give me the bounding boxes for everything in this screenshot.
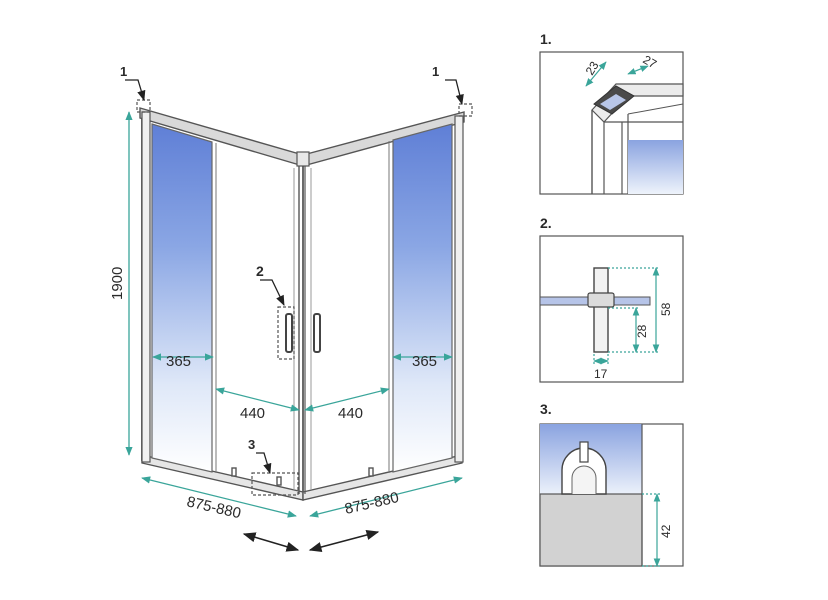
main-dimensions [125,111,463,518]
callout-box-handle [277,306,295,360]
callout-label-handle: 2 [256,263,264,279]
left-fixed-dim-label: 365 [166,353,191,370]
detail-1-dims [585,61,649,87]
right-door-handle [313,313,321,353]
callout-label-corner-left: 1 [120,64,127,79]
right-door-dim-line [304,387,390,412]
callout-label-bottom: 3 [248,437,255,452]
detail-2-dim-lower: 28 [635,324,649,338]
height-dim-label: 1900 [109,267,126,300]
detail-3-base [539,493,643,567]
corner-cap [296,151,310,167]
detail-1-panel [539,51,684,195]
callout-box-corner-right [458,103,473,117]
callout-label-corner-right: 1 [432,64,439,79]
right-side-dim-label: 875-880 [343,489,400,518]
right-fixed-glass [392,123,453,473]
shower-enclosure [139,107,465,501]
detail-1-dim-b: 27 [641,52,660,71]
detail-2-dims [593,267,660,365]
detail-3-dim-height: 42 [659,524,673,538]
left-fixed-glass [151,123,213,473]
detail-2-number: 2. [540,215,552,231]
right-side-dim-line [309,476,463,518]
left-side-dim-line [141,476,297,518]
detail-3-panel [539,423,684,567]
right-fixed-dim-label: 365 [412,353,437,370]
detail-3-number: 3. [540,401,552,417]
left-side-dim-label: 875-880 [185,493,242,522]
right-door-dim-label: 440 [338,405,363,422]
detail-3-dims [642,493,662,567]
left-outer-post [141,111,151,463]
callout-leaders [125,79,464,474]
detail-2-dim-height: 58 [659,302,673,316]
sliding-direction-arrows [242,529,380,553]
detail-2-handle-bar [593,267,609,353]
left-door-handle [285,313,293,353]
detail-2-panel [539,235,684,383]
left-door-dim-line [215,387,300,412]
right-outer-post [454,115,464,463]
detail-1-number: 1. [540,31,552,47]
detail-1-glass [628,140,683,194]
detail-2-dim-width: 17 [594,367,608,381]
left-door-dim-label: 440 [240,405,265,422]
